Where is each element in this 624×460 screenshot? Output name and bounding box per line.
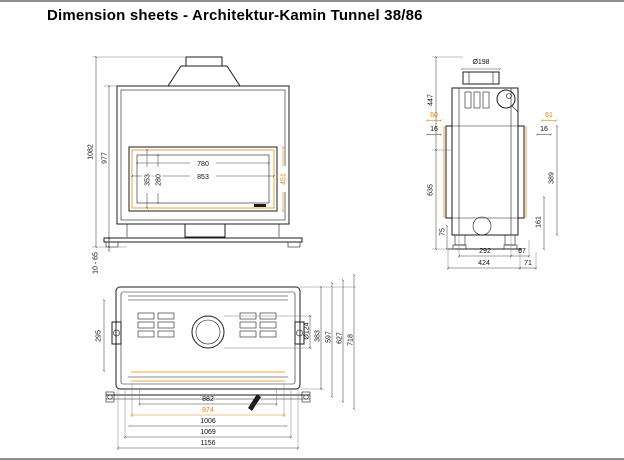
latch-right <box>294 321 305 345</box>
dim-top-flue-diameter: Ø124 <box>304 322 311 339</box>
dim-top-inner-depth: 295 <box>96 330 103 342</box>
plan-inner-line <box>120 291 296 385</box>
plan-outline <box>115 286 301 390</box>
foot-right <box>287 241 301 248</box>
dim-side-depth-a2: 67 <box>518 248 526 255</box>
dim-side-depth-b: 424 <box>478 260 490 267</box>
dim-front-opening-b: 280 <box>156 174 163 186</box>
glass-frame <box>128 146 278 212</box>
door-handle <box>254 204 266 207</box>
pedestal <box>184 223 226 238</box>
door-left <box>445 125 453 219</box>
dim-top-width-d: 1069 <box>200 429 216 436</box>
dim-top-depth-b: 597 <box>326 331 333 343</box>
dim-front-base-range: 10 - 65 <box>93 252 100 274</box>
dim-top-depth-a: 383 <box>315 330 322 342</box>
firebox-inner-line <box>120 89 286 221</box>
convection-slots-left <box>137 312 175 338</box>
dim-side-base-height: 161 <box>536 216 543 228</box>
front-view: 1082 977 10 - 65 780 853 353 280 <box>88 55 303 274</box>
dim-side-depth-b2: 71 <box>524 260 532 267</box>
side-body <box>451 87 519 236</box>
operating-handle <box>248 394 261 411</box>
dim-side-depth-a: 292 <box>479 248 491 255</box>
foot-left <box>105 241 119 248</box>
dim-side-lower-height: 635 <box>428 184 435 196</box>
bottom-opening <box>472 216 492 236</box>
flue-transition <box>167 65 241 87</box>
dim-top-width-b: 974 <box>202 407 214 414</box>
dim-front-door-height: 451 <box>281 173 288 185</box>
dim-side-offset-right: 61 <box>545 112 553 119</box>
dim-front-body-height: 977 <box>102 152 109 164</box>
dim-top-width-a: 882 <box>202 396 214 403</box>
glass-frame-accent <box>131 149 275 209</box>
air-control-dial <box>496 89 516 109</box>
door-right <box>517 125 525 219</box>
dim-top-width-c: 1006 <box>200 418 216 425</box>
flue-opening <box>191 315 225 349</box>
dim-top-width-total: 1156 <box>200 440 215 447</box>
convection-slots-right <box>239 312 277 338</box>
dim-side-offset-right-b: 16 <box>540 126 548 133</box>
dim-top-depth-c: 627 <box>337 332 344 344</box>
dim-side-foot-height: 75 <box>440 228 447 236</box>
dim-top-depth-total: 718 <box>348 334 355 346</box>
dim-side-upper-height: 447 <box>428 94 435 106</box>
flue-stub <box>185 56 223 67</box>
dim-front-frame-width: 853 <box>197 174 209 181</box>
flue-collar <box>462 71 500 85</box>
dim-side-flue-diameter: Ø198 <box>472 59 489 66</box>
dim-side-door-height: 389 <box>549 172 556 184</box>
page-title: Dimension sheets - Architektur-Kamin Tun… <box>47 7 423 24</box>
dim-front-opening-a: 353 <box>145 174 152 186</box>
dim-front-total-height: 1082 <box>88 144 95 160</box>
base-plate <box>103 237 303 243</box>
dim-side-offset-left: 60 <box>430 112 438 119</box>
glass-window <box>136 154 270 204</box>
latch-left <box>111 321 122 345</box>
side-view: Ø198 <box>425 55 559 270</box>
top-view: 295 Ø124 383 597 627 718 882 974 1006 10… <box>96 273 356 450</box>
dim-side-offset-left-b: 16 <box>430 126 438 133</box>
dim-front-glass-width: 780 <box>197 161 209 168</box>
